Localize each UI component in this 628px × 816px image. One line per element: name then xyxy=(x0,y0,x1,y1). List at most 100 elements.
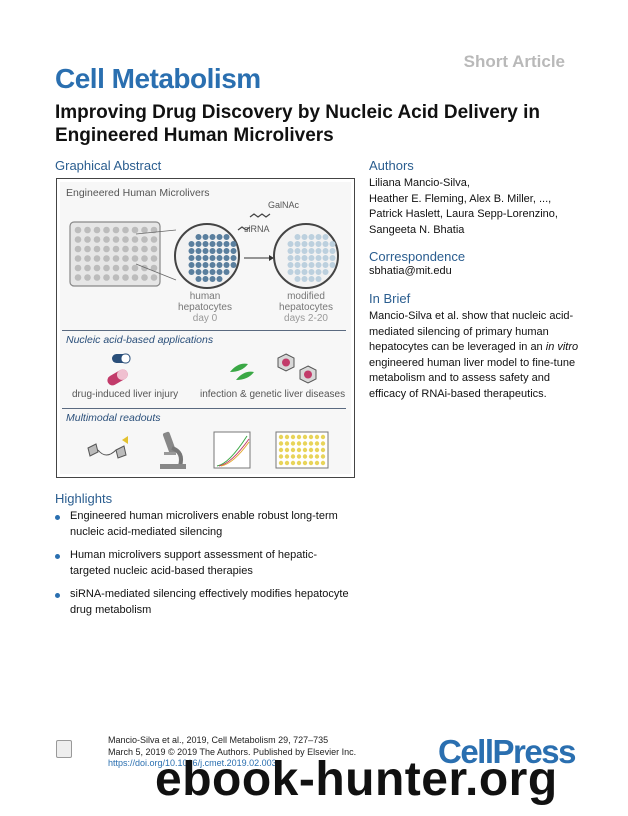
well xyxy=(103,226,110,234)
citation: Mancio-Silva et al., 2019, Cell Metaboli… xyxy=(108,735,388,770)
well xyxy=(93,226,101,234)
plate-well xyxy=(308,460,314,466)
highlight-item: siRNA-mediated silencing effectively mod… xyxy=(55,587,355,618)
hepatocyte-cell xyxy=(216,248,223,254)
hepatocyte-cell xyxy=(202,262,209,268)
plate-well xyxy=(278,447,284,453)
hepatocyte-cell xyxy=(287,255,294,261)
correspondence-email[interactable]: sbhatia@mit.edu xyxy=(369,265,452,277)
hepatocyte-cell xyxy=(223,269,230,275)
line-graph-icon xyxy=(213,431,251,469)
hepatocyte-cell xyxy=(315,255,322,261)
hepatocyte-cell xyxy=(209,276,216,282)
well xyxy=(141,236,148,243)
hepatocyte-cell xyxy=(322,255,329,261)
plate-well xyxy=(284,454,290,459)
plate-well xyxy=(302,454,308,459)
plate-well xyxy=(296,447,302,453)
hepatocyte-cell xyxy=(195,269,202,275)
hepatocyte-cell xyxy=(315,262,322,268)
parasite-icon xyxy=(230,363,254,380)
hepatocyte-cell xyxy=(188,248,195,254)
citation-line2: March 5, 2019 © 2019 The Authors. Publis… xyxy=(108,746,357,757)
hepatocyte-cell xyxy=(294,255,301,261)
watermark: ebook-hunter.org xyxy=(155,753,558,806)
article-title: Improving Drug Discovery by Nucleic Acid… xyxy=(55,102,541,146)
human-hepatocytes-label: human hepatocytes xyxy=(178,291,232,313)
well xyxy=(112,264,120,272)
plate-well xyxy=(290,460,296,466)
hepatocyte-cell xyxy=(329,248,336,254)
hepatocyte-cell xyxy=(308,262,315,268)
well xyxy=(150,274,158,281)
virus-icon xyxy=(277,353,317,384)
well xyxy=(84,264,91,272)
hepatocyte-cell xyxy=(329,255,336,261)
hepatocyte-cell xyxy=(294,234,301,240)
hepatocyte-cell xyxy=(230,241,237,247)
in-brief-italic: in vitro xyxy=(545,341,579,353)
graphical-abstract-heading: Graphical Abstract xyxy=(55,158,162,173)
plate-well xyxy=(314,441,320,446)
plate-well xyxy=(308,434,314,440)
hepatocyte-cell xyxy=(188,255,195,261)
hepatocyte-cell xyxy=(315,241,322,247)
hepatocyte-cell xyxy=(294,248,301,254)
plate-well xyxy=(284,434,290,440)
hepatocyte-cell xyxy=(202,269,209,275)
hepatocyte-cell xyxy=(329,262,336,268)
pill-capsule-icon xyxy=(107,353,131,386)
plate-well xyxy=(320,434,326,440)
hepatocyte-cell xyxy=(315,276,322,282)
check-for-updates-icon[interactable] xyxy=(56,740,72,758)
heatmap-plate-icon xyxy=(275,431,329,469)
graphical-abstract-frame xyxy=(56,178,355,478)
authors-heading: Authors xyxy=(369,158,414,173)
panel-divider xyxy=(62,408,346,409)
plate-well xyxy=(308,441,314,446)
well xyxy=(74,264,82,272)
hepatocyte-cell xyxy=(223,262,230,268)
well xyxy=(84,226,91,234)
hepatocyte-cell xyxy=(301,234,308,240)
in-brief-text: Mancio-Silva et al. show that nucleic ac… xyxy=(369,309,579,402)
plate-well xyxy=(302,447,308,453)
hepatocyte-cell xyxy=(301,241,308,247)
hepatocyte-cell xyxy=(315,234,322,240)
applications-illustration xyxy=(107,353,317,386)
hepatocyte-cell xyxy=(322,262,329,268)
in-brief-heading: In Brief xyxy=(369,291,411,306)
well xyxy=(74,236,82,243)
plate-well xyxy=(278,460,284,466)
hepatocyte-cell xyxy=(209,241,216,247)
author-line: Sangeeta N. Bhatia xyxy=(369,223,465,236)
modified-hepatocytes-label: modified hepatocytes xyxy=(279,291,333,313)
plate-well xyxy=(314,454,320,459)
hepatocyte-cell xyxy=(195,276,202,282)
well xyxy=(93,274,101,281)
well xyxy=(103,255,110,262)
well xyxy=(112,274,120,281)
hepatocyte-cell xyxy=(230,248,237,254)
hepatocyte-cell xyxy=(216,269,223,275)
plate-well xyxy=(296,441,302,446)
well xyxy=(103,264,110,272)
plate-well xyxy=(314,434,320,440)
plate-well xyxy=(290,434,296,440)
well xyxy=(150,264,158,272)
hepatocyte-cell xyxy=(188,269,195,275)
panel2-title: Nucleic acid-based applications xyxy=(66,334,214,346)
well xyxy=(74,226,82,234)
hepatocyte-cell xyxy=(216,276,223,282)
hepatocyte-cell xyxy=(223,234,230,240)
hepatocyte-cell xyxy=(195,262,202,268)
journal-name: Cell Metabolism xyxy=(55,63,261,94)
plate-well xyxy=(278,441,284,446)
well xyxy=(103,274,110,281)
hepatocyte-dish-icon xyxy=(174,223,240,289)
bullet-icon xyxy=(55,515,60,520)
doi-link[interactable]: https://doi.org/10.1016/j.cmet.2019.02.0… xyxy=(108,758,277,768)
well xyxy=(131,226,139,234)
hepatocyte-cell xyxy=(188,262,195,268)
well xyxy=(122,236,129,243)
